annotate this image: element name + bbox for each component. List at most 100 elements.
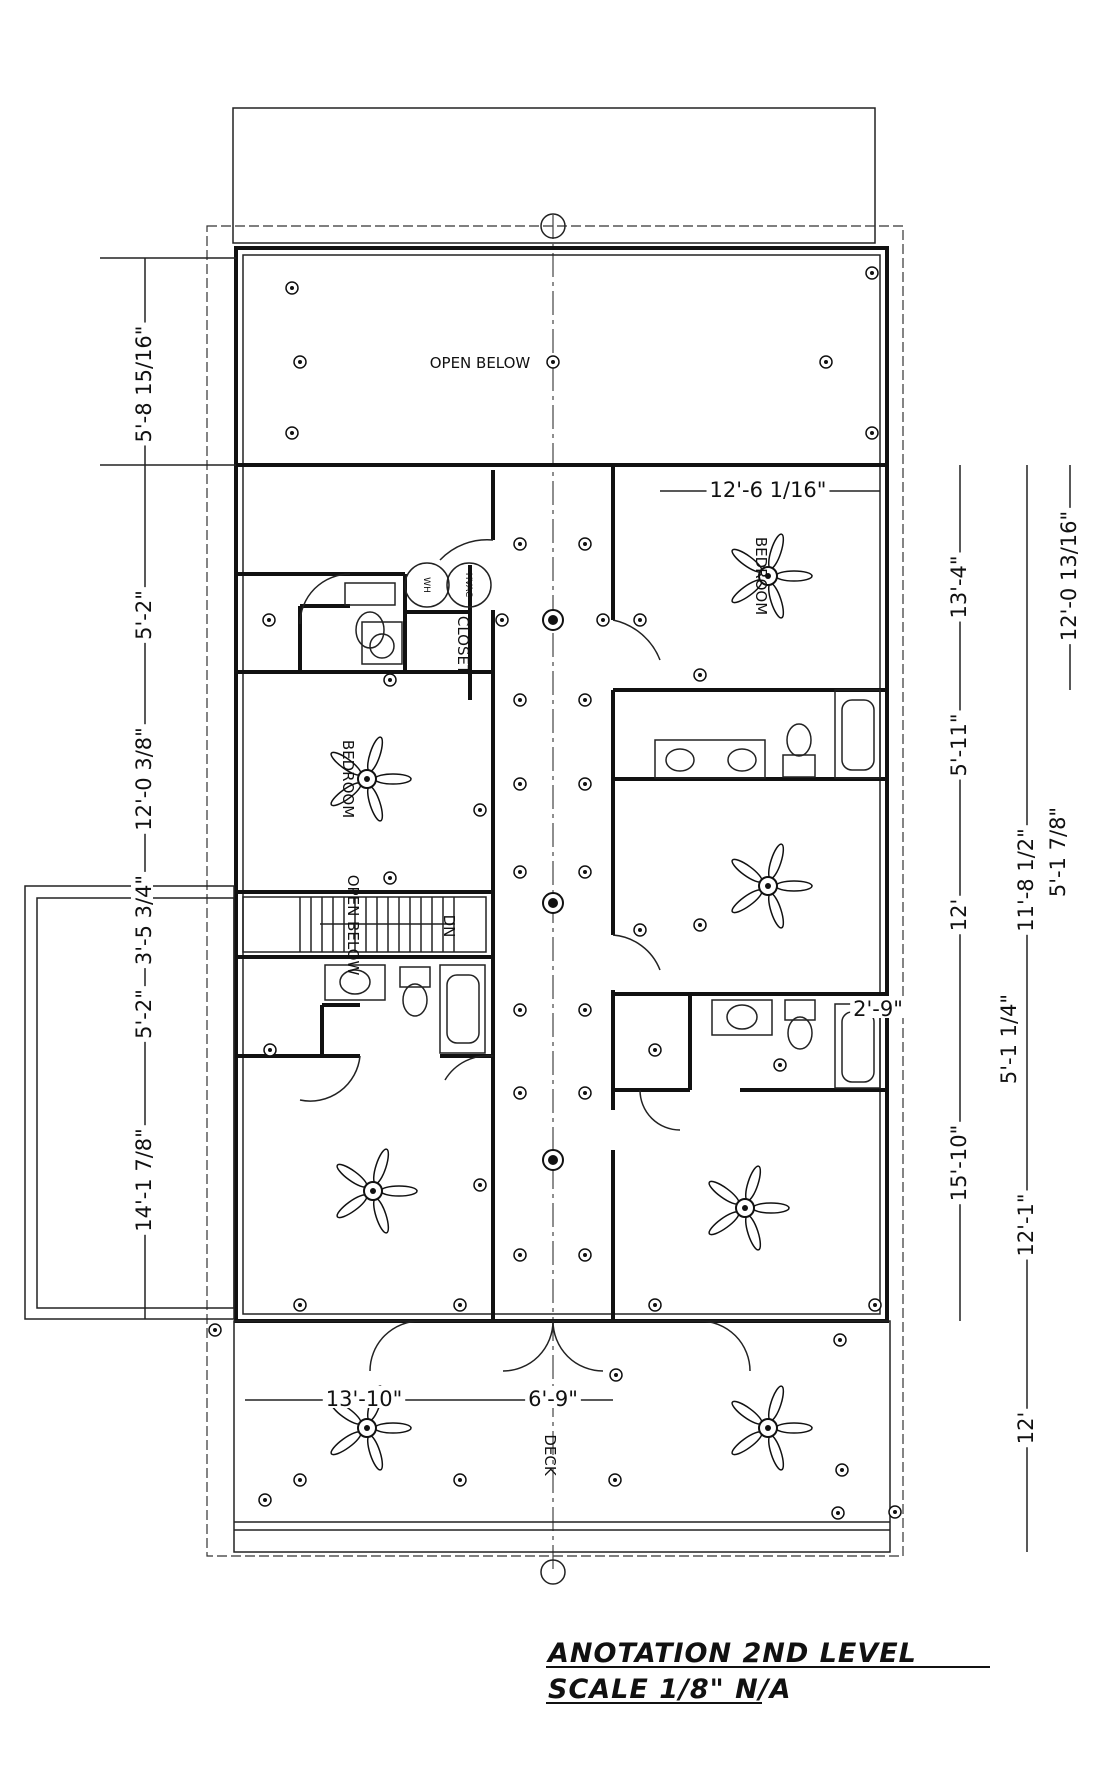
dimension-label: 12'-0 13/16" [1057, 511, 1081, 641]
dimension-label-bg [1045, 803, 1067, 901]
stair-down-label: DN [440, 915, 458, 938]
dimension-label-bg [1056, 507, 1078, 645]
ceiling-fan-icon [708, 1165, 790, 1251]
dimension-label: 15'-10" [947, 1125, 971, 1201]
interior-walls [236, 463, 887, 1320]
dimension-label-bg [946, 552, 968, 622]
smoke-detector-icon [542, 1149, 564, 1171]
drawing-title: ANOTATION 2ND LEVEL [546, 1638, 917, 1669]
dimension-label: 12'-1" [1014, 1193, 1038, 1256]
bedroom-label: BEDROOM [339, 740, 357, 818]
light-fixture-icon [513, 1248, 527, 1262]
light-fixture-icon [578, 865, 592, 879]
dimension-label-bg [1013, 1190, 1035, 1260]
dimension-label: 5'-1 1/4" [997, 994, 1021, 1084]
light-fixture-icon [258, 1493, 272, 1507]
dimension-label: 14'-1 7/8" [132, 1128, 156, 1232]
grid-bubble-bottom [540, 1559, 566, 1585]
dimension-label: 5'-1 7/8" [1046, 807, 1070, 897]
side-porch [24, 885, 235, 1320]
ceiling-fan-icon [336, 1148, 418, 1234]
light-fixture-icon [495, 613, 509, 627]
dimension-label-bg [131, 1125, 153, 1235]
light-fixture-icon [453, 1298, 467, 1312]
dimension-label-bg [946, 710, 968, 780]
light-fixture-icon [453, 1473, 467, 1487]
light-fixture-icon [513, 1086, 527, 1100]
light-fixture-icon [293, 1473, 307, 1487]
light-fixture-icon [888, 1505, 902, 1519]
plumbing-fixtures [324, 562, 881, 1089]
light-fixture-icon [578, 1086, 592, 1100]
dimension-label-bg [525, 1386, 581, 1408]
light-fixture-icon [648, 1298, 662, 1312]
dimension-label: 5'-8 15/16" [132, 326, 156, 443]
light-fixture-icon [773, 1058, 787, 1072]
dimension-label: 13'-4" [947, 555, 971, 618]
dimension-lines [100, 257, 1071, 1552]
smoke-detector-icon [542, 609, 564, 631]
light-fixture-icon [835, 1463, 849, 1477]
light-fixture-icon [608, 1473, 622, 1487]
dimension-label: 12'-0 3/8" [132, 727, 156, 831]
dimension-label-bg [131, 322, 153, 446]
light-fixture-icon [578, 693, 592, 707]
ceiling-fan-icon [731, 1385, 813, 1471]
light-fixture-icon [513, 777, 527, 791]
light-fixture-icon [578, 537, 592, 551]
light-fixture-icon [513, 865, 527, 879]
bedroom-label: BEDROOM [752, 537, 770, 615]
dimension-label-bg [946, 895, 968, 935]
light-fixture-icon [833, 1333, 847, 1347]
hvac-label: HVAC [463, 573, 473, 598]
roof-outline [232, 107, 876, 244]
light-fixture-icon [263, 1043, 277, 1057]
dimension-label-bg [850, 996, 906, 1018]
light-fixture-icon [293, 355, 307, 369]
grid-bubble-top [540, 213, 566, 239]
light-fixture-icon [383, 673, 397, 687]
light-fixture-icon [868, 1298, 882, 1312]
dimension-label-bg [131, 986, 153, 1042]
light-fixture-icon [513, 537, 527, 551]
dimension-label: 5'-2" [132, 590, 156, 640]
light-fixture-icon [865, 266, 879, 280]
light-fixture-icon [865, 426, 879, 440]
light-fixture-icon [578, 1248, 592, 1262]
light-fixture-icon [285, 281, 299, 295]
exterior-wall-inner [242, 254, 881, 1315]
deck-label: DECK [541, 1434, 559, 1477]
light-fixture-icon [578, 777, 592, 791]
closet-label: CLOSET [454, 616, 472, 675]
light-fixture-icon [293, 1298, 307, 1312]
dimension-label-bg [996, 990, 1018, 1088]
light-fixture-icon [633, 923, 647, 937]
eave-dashed-outline [206, 225, 904, 1557]
dimension-label-bg [946, 1121, 968, 1205]
dimension-label: 12'-6 1/16" [710, 478, 827, 502]
light-fixture-icon [262, 613, 276, 627]
dimension-label-bg [131, 587, 153, 643]
dimension-label: 12' [947, 899, 971, 932]
doors [299, 538, 751, 1372]
deck-outline [233, 1320, 891, 1553]
light-fixture-icon [285, 426, 299, 440]
drawing-scale: SCALE 1/8" N/A [548, 1674, 791, 1705]
light-fixture-icon [648, 1043, 662, 1057]
light-fixture-icon [546, 355, 560, 369]
ceiling-fan-icon [731, 843, 813, 929]
light-fixture-icon [578, 1003, 592, 1017]
light-fixture-icon [831, 1506, 845, 1520]
staircase [242, 896, 487, 953]
open-below-stair-label: OPEN BELOW [344, 875, 362, 976]
light-fixture-icon [383, 871, 397, 885]
dimension-label: 5'-11" [947, 713, 971, 776]
light-fixture-icon [473, 1178, 487, 1192]
dimension-label: 5'-2" [132, 989, 156, 1039]
dimension-label: 11'-8 1/2" [1014, 828, 1038, 932]
light-fixture-icon [693, 918, 707, 932]
light-fixture-icon [609, 1368, 623, 1382]
light-fixture-icon [633, 613, 647, 627]
dimension-label-bg [706, 477, 830, 499]
